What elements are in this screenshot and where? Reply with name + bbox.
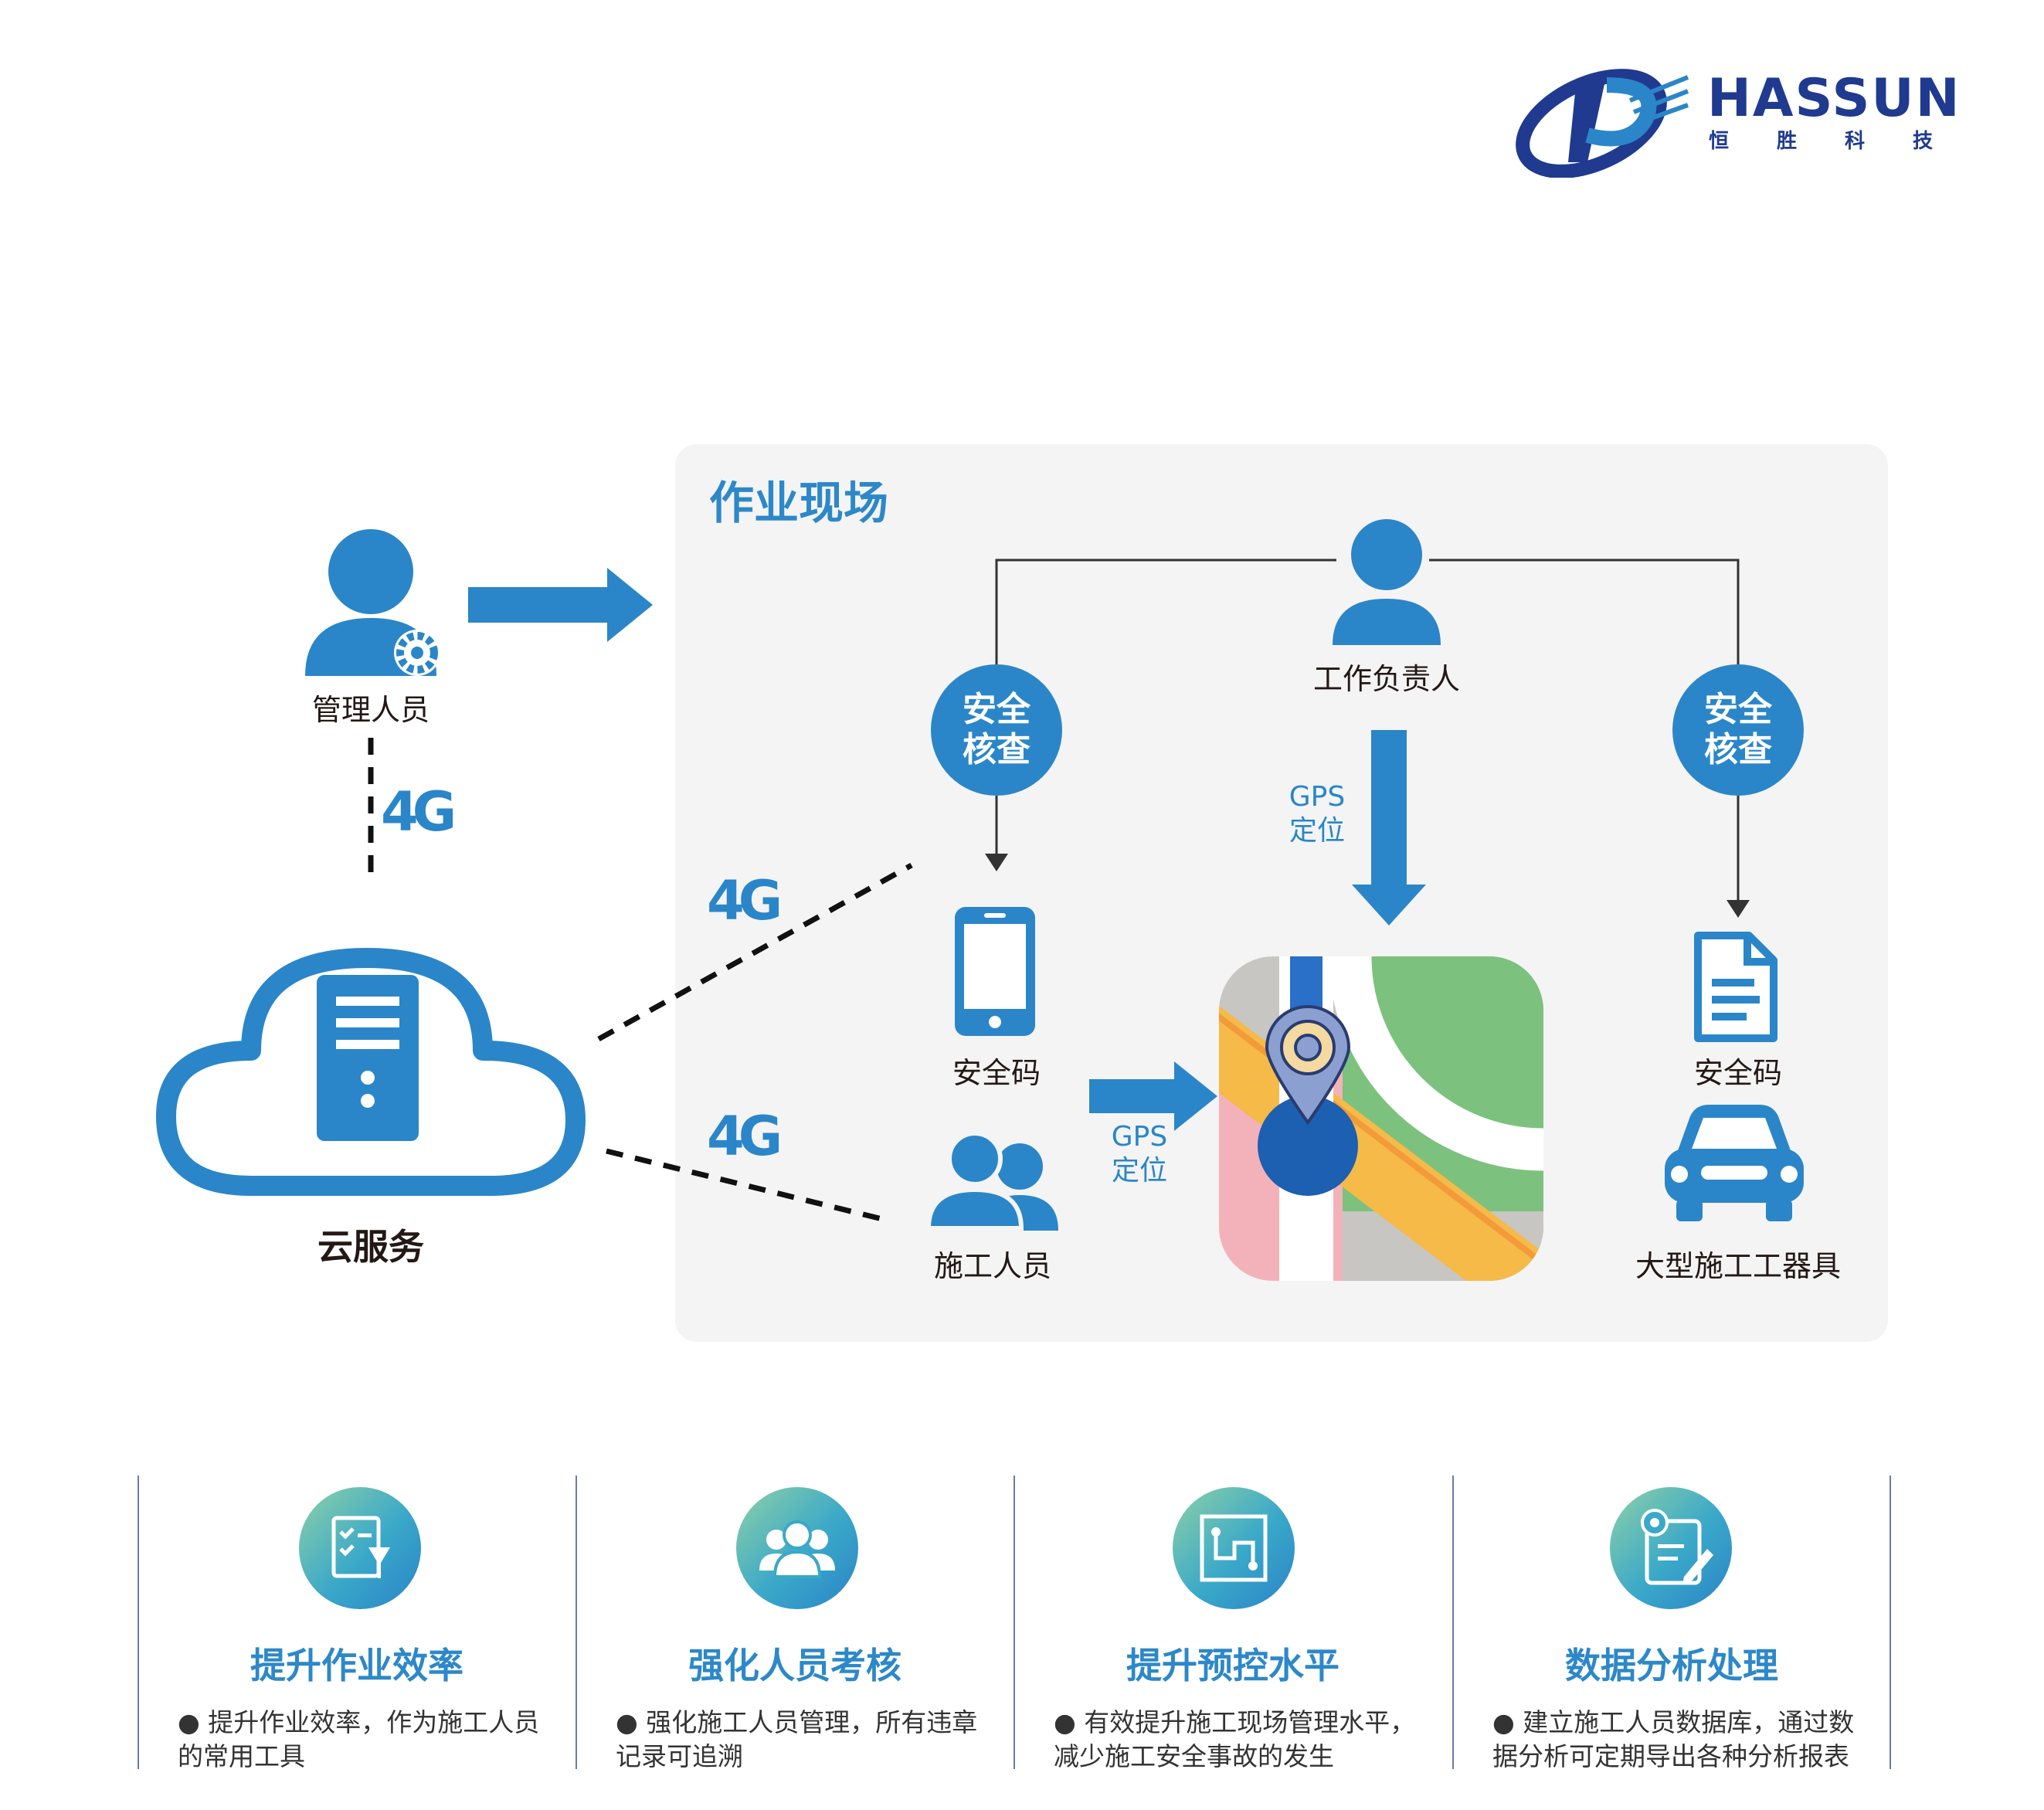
feature-2-desc: ● 强化施工人员管理，所有违章记录可追溯: [616, 1707, 978, 1771]
route-map-icon: [1173, 1487, 1295, 1609]
document-icon: [1694, 932, 1777, 1042]
divider-1: [138, 1476, 139, 1769]
arrow-down-phone: [985, 854, 1008, 871]
divider-5: [1890, 1476, 1891, 1769]
cloud-server-icon: [156, 948, 586, 1196]
feature-1-title: 提升作业效率: [250, 1645, 463, 1686]
divider-3: [1014, 1476, 1015, 1769]
feature-1-desc: ● 提升作业效率，作为施工人员的常用工具: [178, 1707, 540, 1771]
divider-4: [1452, 1476, 1454, 1769]
gps-down-arrow: [1352, 730, 1426, 925]
feature-3-title: 提升预控水平: [1126, 1645, 1339, 1686]
gps-label-left: GPS 定位: [1111, 1121, 1168, 1187]
4g-badge-manager: 4G: [381, 780, 457, 844]
manager-to-site-arrow: [468, 568, 653, 642]
equipment-label: 大型施工工器具: [1635, 1249, 1841, 1283]
brand-name: HASSUN: [1707, 68, 1961, 129]
data-analysis-icon: [1610, 1487, 1732, 1609]
feature-4-desc: ● 建立施工人员数据库，通过数据分析可定期导出各种分析报表: [1492, 1707, 1855, 1771]
feature-2-title: 强化人员考核: [688, 1645, 901, 1686]
work-site-title: 作业现场: [709, 477, 889, 529]
leader-person-icon: [1333, 519, 1441, 645]
team-icon: [736, 1487, 858, 1609]
leader-tree-lines: [995, 559, 1740, 904]
checklist-icon: [299, 1487, 421, 1609]
safety-check-left: 安全 核查: [931, 664, 1062, 796]
divider-2: [576, 1476, 577, 1769]
manager-gear-icon: [305, 529, 440, 676]
brand-subtitle: 恒 胜 科 技: [1709, 130, 1933, 153]
gps-map-icon: [1219, 956, 1543, 1281]
workers-group-icon: [927, 1132, 1058, 1231]
car-icon: [1665, 1105, 1804, 1221]
feature-3-desc: ● 有效提升施工现场管理水平，减少施工安全事故的发生: [1054, 1707, 1416, 1771]
safety-check-right: 安全 核查: [1672, 664, 1804, 796]
cloud-label: 云服务: [317, 1226, 424, 1268]
phone-label: 安全码: [952, 1056, 1041, 1090]
workers-label: 施工人员: [933, 1249, 1051, 1283]
document-label: 安全码: [1693, 1056, 1782, 1090]
gps-label-top: GPS 定位: [1289, 781, 1346, 847]
manager-label: 管理人员: [311, 693, 430, 727]
feature-4-title: 数据分析处理: [1565, 1645, 1778, 1686]
4g-badge-phone: 4G: [707, 869, 783, 932]
leader-label: 工作负责人: [1312, 662, 1460, 696]
feature-3: 提升预控水平 ● 有效提升施工现场管理水平，减少施工安全事故的发生: [1017, 1638, 1449, 1774]
feature-1: 提升作业效率 ● 提升作业效率，作为施工人员的常用工具: [141, 1638, 573, 1774]
phone-icon: [955, 907, 1035, 1036]
dash-cloud-phone: [597, 862, 913, 1042]
feature-4: 数据分析处理 ● 建立施工人员数据库，通过数据分析可定期导出各种分析报表: [1455, 1638, 1888, 1774]
dash-cloud-workers: [606, 1148, 889, 1224]
hassun-logo-mark: [1516, 69, 1689, 178]
feature-2: 强化人员考核 ● 强化施工人员管理，所有违章记录可追溯: [579, 1638, 1011, 1774]
arrow-down-doc: [1727, 900, 1750, 918]
4g-badge-workers: 4G: [707, 1105, 783, 1168]
gps-right-arrow: [1089, 1061, 1217, 1131]
